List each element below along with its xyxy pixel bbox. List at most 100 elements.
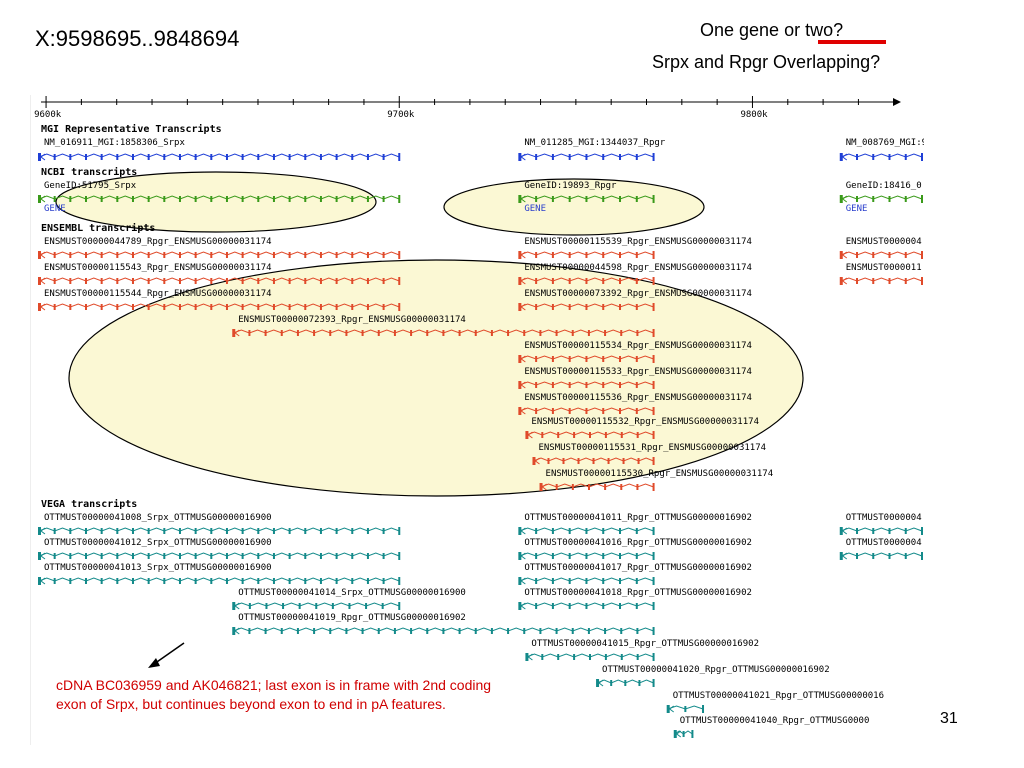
transcript-exon: [652, 303, 655, 311]
transcript-exon: [619, 603, 622, 609]
transcript-exon: [335, 578, 338, 584]
transcript-exon: [518, 407, 522, 415]
transcript-exon: [84, 196, 87, 202]
transcript-exon: [272, 278, 275, 284]
transcript-exon: [652, 577, 655, 585]
transcript-feature: [38, 251, 401, 259]
transcript-exon: [888, 252, 891, 258]
transcript-exon: [636, 654, 639, 660]
transcript-exon: [194, 196, 197, 202]
transcript-exon: [585, 553, 588, 559]
transcript-exon: [366, 252, 369, 258]
transcript-exon: [904, 278, 907, 284]
transcript-exon: [535, 528, 538, 534]
transcript-exon: [652, 355, 655, 363]
transcript-exon: [288, 304, 291, 310]
feature-label: OTTMUST00000041015_Rpgr_OTTMUSG000000169…: [531, 639, 759, 649]
feature-label: ENSMUST00000044789_Rpgr_ENSMUSG000000311…: [44, 237, 272, 247]
transcript-exon: [602, 356, 605, 362]
transcript-exon: [619, 154, 622, 160]
strand-arrow: [841, 153, 848, 161]
transcript-exon: [272, 252, 275, 258]
transcript-exon: [304, 553, 307, 559]
transcript-intron-line: [38, 527, 400, 532]
transcript-exon: [602, 278, 605, 284]
transcript-exon: [619, 252, 622, 258]
transcript-exon: [225, 196, 228, 202]
transcript-exon: [535, 154, 538, 160]
transcript-exon: [304, 278, 307, 284]
transcript-exon: [131, 304, 134, 310]
transcript-exon: [839, 277, 843, 285]
strand-arrow: [520, 153, 526, 161]
transcript-exon: [194, 154, 197, 160]
transcript-intron-line: [38, 153, 400, 158]
transcript-exon: [147, 578, 150, 584]
transcript-exon: [635, 356, 638, 362]
transcript-exon: [568, 278, 571, 284]
transcript-exon: [904, 196, 907, 202]
transcript-exon: [100, 196, 103, 202]
transcript-exon: [69, 528, 72, 534]
transcript-exon: [241, 304, 244, 310]
feature-label: ENSMUST00000115544_Rpgr_ENSMUSG000000311…: [44, 289, 272, 299]
transcript-feature: [596, 679, 655, 687]
transcript-exon: [652, 653, 655, 661]
feature-label: ENSMUST0000011: [846, 263, 922, 273]
strand-arrow: [40, 527, 46, 535]
transcript-exon: [116, 553, 119, 559]
feature-label: ENSMUST00000115530_Rpgr_ENSMUSG000000311…: [546, 469, 774, 479]
slide-title-line2: Srpx and Rpgr Overlapping?: [652, 52, 881, 72]
transcript-exon: [652, 153, 655, 161]
transcript-exon: [38, 251, 41, 259]
transcript-exon: [345, 628, 348, 634]
strand-arrow: [40, 251, 46, 259]
transcript-exon: [602, 382, 605, 388]
transcript-exon: [856, 154, 859, 160]
transcript-exon: [225, 278, 228, 284]
transcript-exon: [619, 278, 622, 284]
transcript-exon: [116, 304, 119, 310]
transcript-exon: [69, 252, 72, 258]
transcript-feature: [666, 705, 705, 713]
transcript-exon: [702, 705, 705, 713]
transcript-exon: [38, 195, 41, 203]
transcript-exon: [398, 552, 401, 560]
transcript-exon: [319, 196, 322, 202]
transcript-exon: [232, 602, 236, 610]
transcript-exon: [366, 278, 369, 284]
transcript-exon: [518, 355, 522, 363]
transcript-exon: [335, 252, 338, 258]
cdna-annotation: cDNA BC036959 and AK046821; last exon is…: [56, 677, 492, 712]
ruler-tick-label: 9800k: [740, 110, 768, 120]
transcript-exon: [178, 578, 181, 584]
transcript-exon: [624, 680, 627, 686]
transcript-exon: [147, 278, 150, 284]
transcript-exon: [257, 578, 260, 584]
transcript-exon: [393, 330, 396, 336]
strand-arrow: [668, 705, 674, 713]
transcript-exon: [116, 196, 119, 202]
ruler-tick-label: 9700k: [387, 110, 415, 120]
transcript-feature: [38, 552, 401, 560]
transcript-exon: [619, 553, 622, 559]
transcript-exon: [100, 578, 103, 584]
transcript-exon: [596, 679, 600, 687]
strand-arrow: [841, 251, 848, 259]
transcript-exon: [490, 330, 493, 336]
transcript-exon: [562, 458, 565, 464]
transcript-exon: [131, 154, 134, 160]
transcript-exon: [147, 154, 150, 160]
strand-arrow: [520, 195, 526, 203]
transcript-exon: [652, 527, 655, 535]
transcript-exon: [652, 679, 655, 687]
transcript-intron-line: [38, 303, 400, 308]
transcript-exon: [602, 578, 605, 584]
transcript-exon: [620, 330, 623, 336]
transcript-exon: [381, 603, 384, 609]
transcript-feature: [518, 355, 655, 363]
transcript-exon: [604, 432, 607, 438]
transcript-exon: [839, 251, 843, 259]
transcript-feature: [539, 483, 655, 491]
transcript-feature: [518, 527, 655, 535]
